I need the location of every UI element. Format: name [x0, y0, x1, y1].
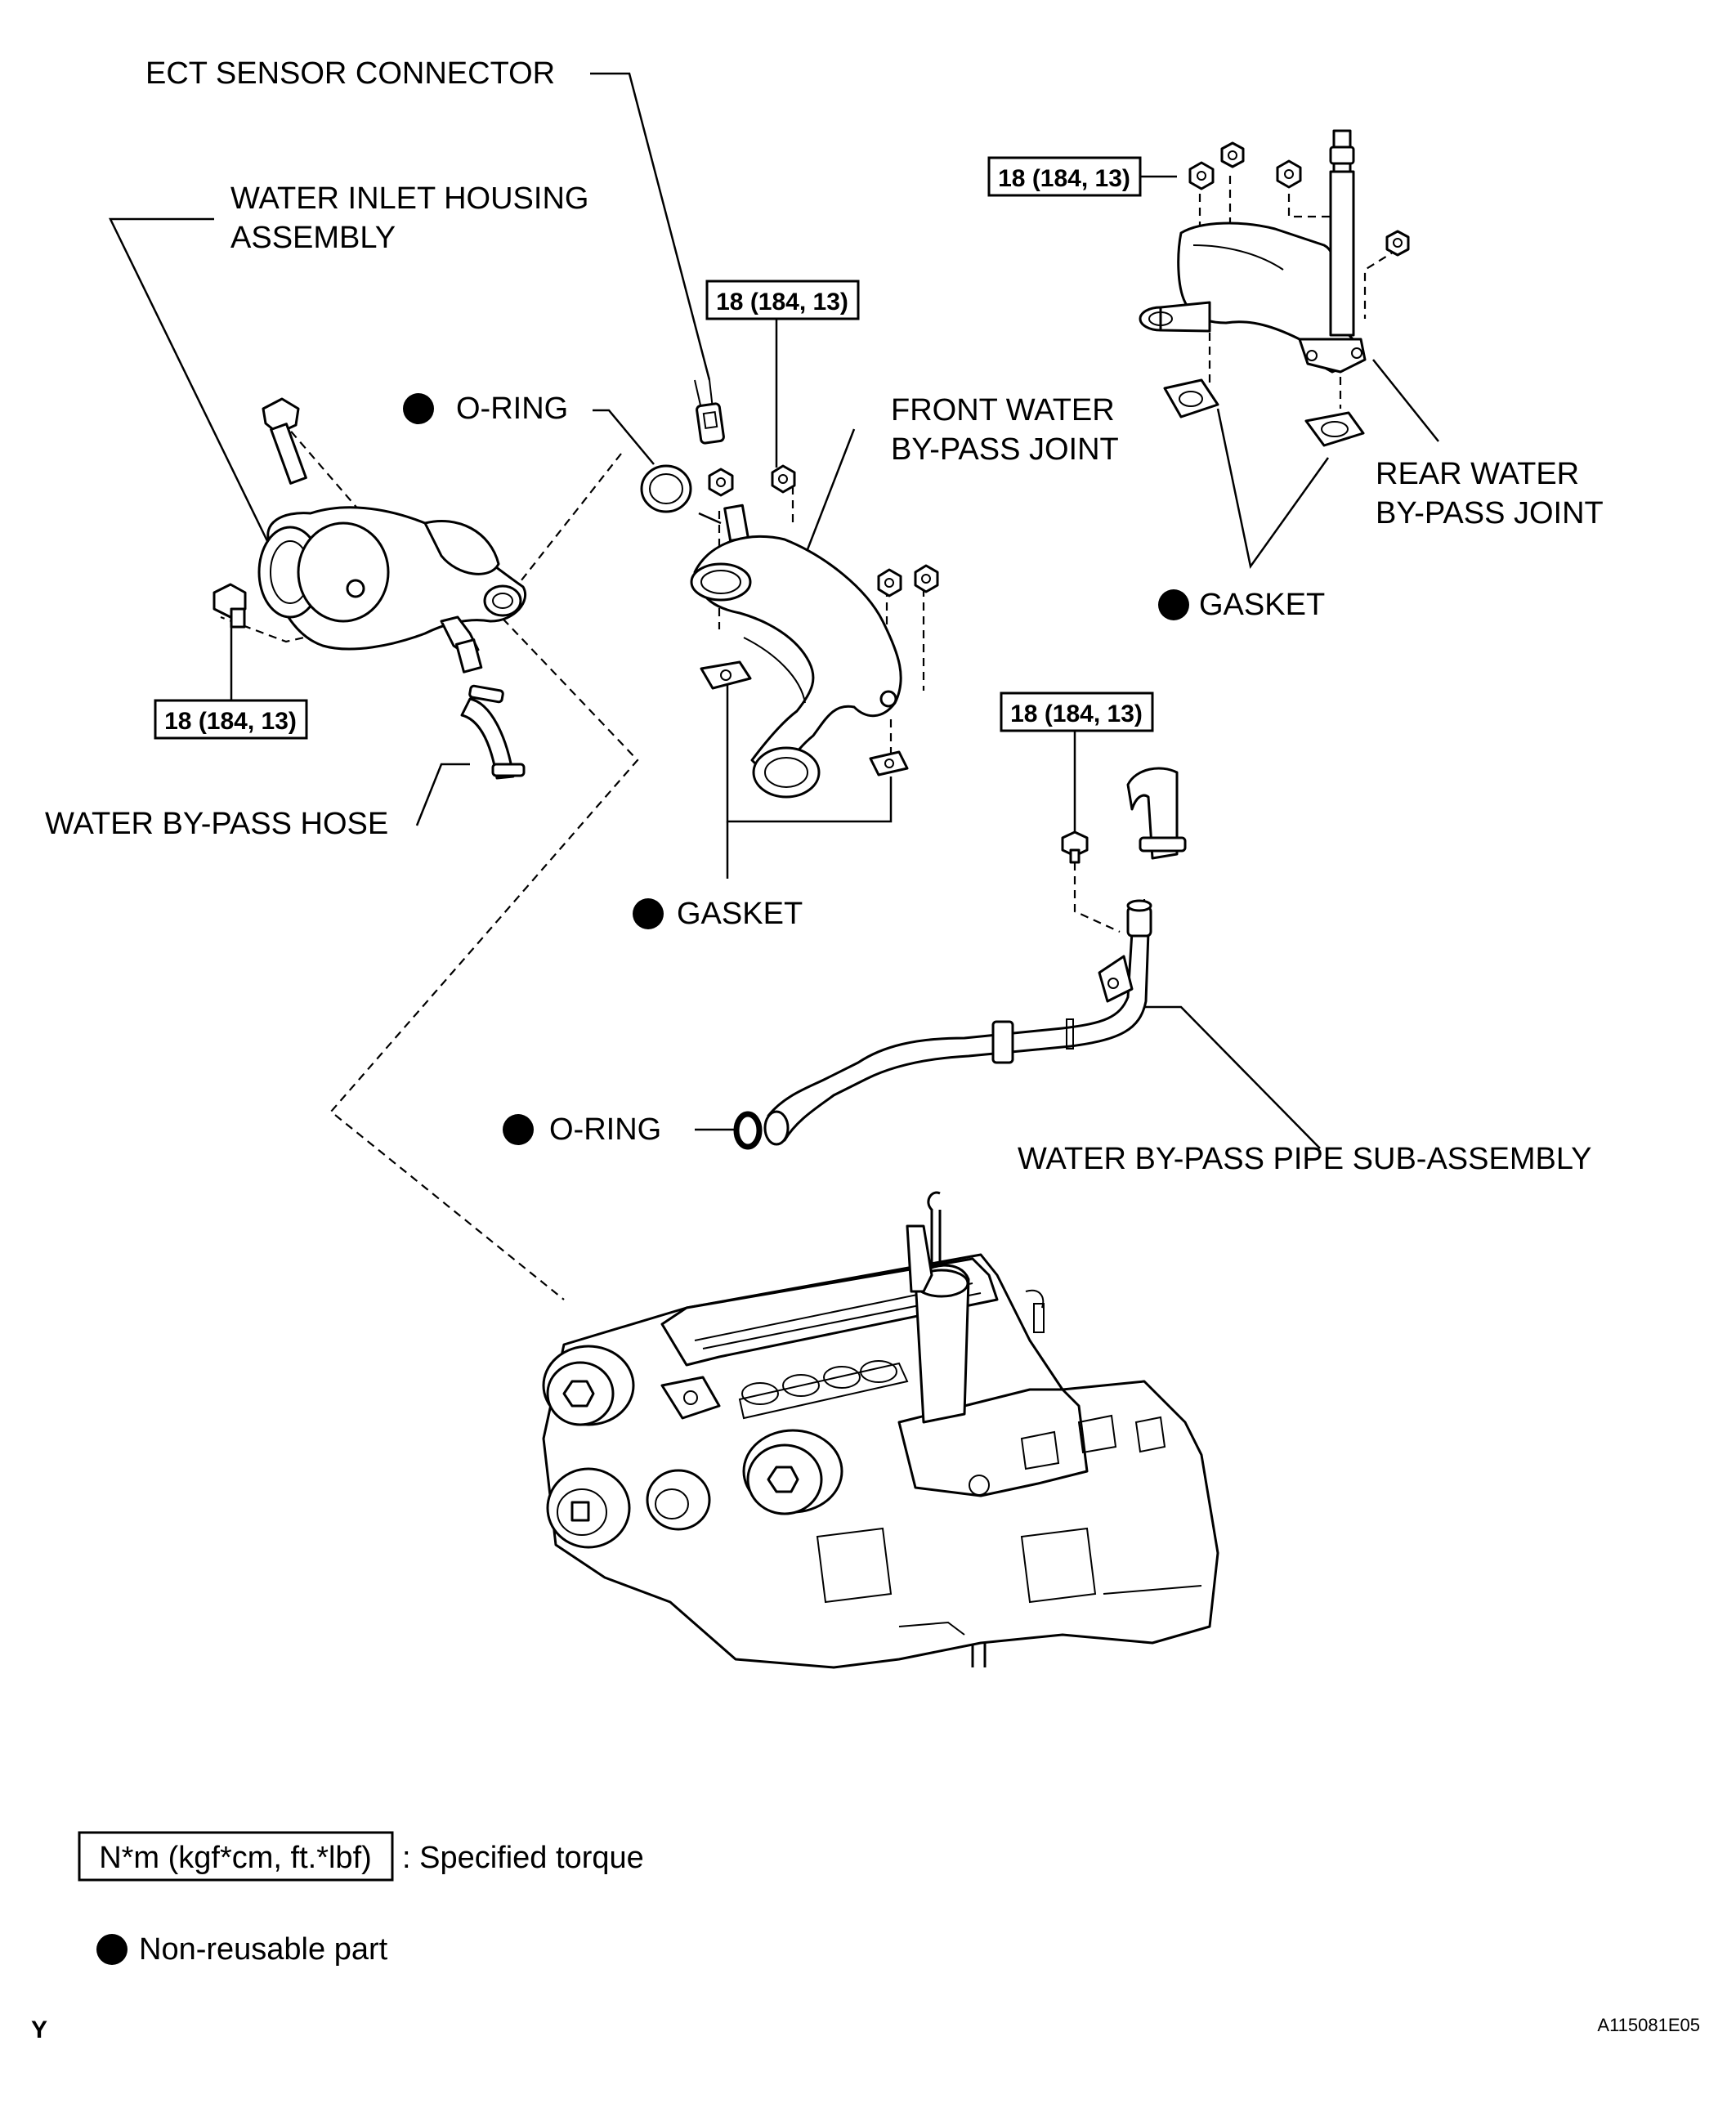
legend-torque: N*m (kgf*cm, ft.*lbf) : Specified torque [78, 1831, 644, 1882]
bolt-top [262, 397, 307, 485]
nut-3 [877, 568, 902, 597]
figure-code: A115081E05 [1597, 2015, 1700, 2035]
nonreusable-dot-legend [96, 1934, 128, 1965]
label-o-ring-top: O-RING [456, 392, 568, 426]
torque-box-center: 18 (184, 13) [705, 280, 860, 320]
nut-r1 [1188, 161, 1215, 190]
gasket-center-right [869, 750, 909, 777]
corner-mark-y: Y [31, 2016, 47, 2043]
gasket-right-right [1304, 411, 1365, 447]
bolt-left [213, 583, 247, 629]
label-front-bypass-line2: BY-PASS JOINT [891, 432, 1119, 467]
torque-box-left: 18 (184, 13) [154, 699, 308, 740]
nut-r4 [1385, 230, 1410, 257]
nonreusable-dot-o-ring-top [403, 393, 434, 424]
o-ring-top [640, 464, 692, 513]
label-rear-bypass-line2: BY-PASS JOINT [1376, 496, 1604, 530]
label-front-bypass-line1: FRONT WATER [891, 393, 1115, 427]
nonreusable-dot-o-ring-bottom [503, 1114, 534, 1145]
o-ring-bottom [733, 1111, 763, 1150]
ect-sensor-connector [694, 379, 725, 445]
label-water-bypass-hose: WATER BY-PASS HOSE [45, 807, 388, 841]
nut-1 [708, 468, 734, 497]
pipe-bolt [1061, 830, 1089, 864]
water-inlet-housing-assembly [213, 397, 527, 674]
engine-block [542, 1191, 1219, 1669]
svg-text:18 (184, 13): 18 (184, 13) [164, 708, 297, 735]
water-bypass-pipe-sub-assembly [763, 767, 1187, 1146]
torque-box-top-right: 18 (184, 13) [987, 156, 1142, 197]
label-rear-bypass-line1: REAR WATER [1376, 457, 1579, 491]
nut-r3 [1276, 159, 1302, 189]
svg-text:18 (184, 13): 18 (184, 13) [1010, 700, 1143, 727]
nut-4 [914, 564, 939, 593]
legend-torque-desc: : Specified torque [402, 1841, 644, 1875]
legend-nonreusable: Non-reusable part [139, 1932, 388, 1967]
nut-2 [771, 464, 796, 494]
gasket-center-left [700, 660, 752, 690]
rear-water-bypass-joint [1139, 129, 1410, 374]
water-bypass-hose [460, 684, 526, 780]
label-gasket-center: GASKET [677, 897, 803, 931]
nonreusable-dot-gasket-center [633, 898, 664, 929]
svg-text:18 (184, 13): 18 (184, 13) [998, 165, 1130, 192]
legend-torque-units: N*m (kgf*cm, ft.*lbf) [99, 1841, 372, 1875]
nut-r2 [1220, 141, 1245, 168]
front-water-bypass-joint [690, 464, 939, 799]
torque-box-pipe: 18 (184, 13) [1000, 691, 1154, 732]
nonreusable-dot-gasket-right [1158, 589, 1189, 620]
label-water-bypass-pipe: WATER BY-PASS PIPE SUB-ASSEMBLY [1018, 1142, 1592, 1176]
label-water-inlet-housing-line1: WATER INLET HOUSING [230, 181, 588, 216]
label-gasket-right: GASKET [1199, 588, 1325, 622]
gasket-right-left [1163, 378, 1219, 418]
label-ect-sensor-connector: ECT SENSOR CONNECTOR [145, 56, 555, 91]
label-o-ring-bottom: O-RING [549, 1112, 661, 1147]
label-water-inlet-housing-line2: ASSEMBLY [230, 221, 396, 255]
svg-text:18 (184, 13): 18 (184, 13) [716, 289, 848, 316]
